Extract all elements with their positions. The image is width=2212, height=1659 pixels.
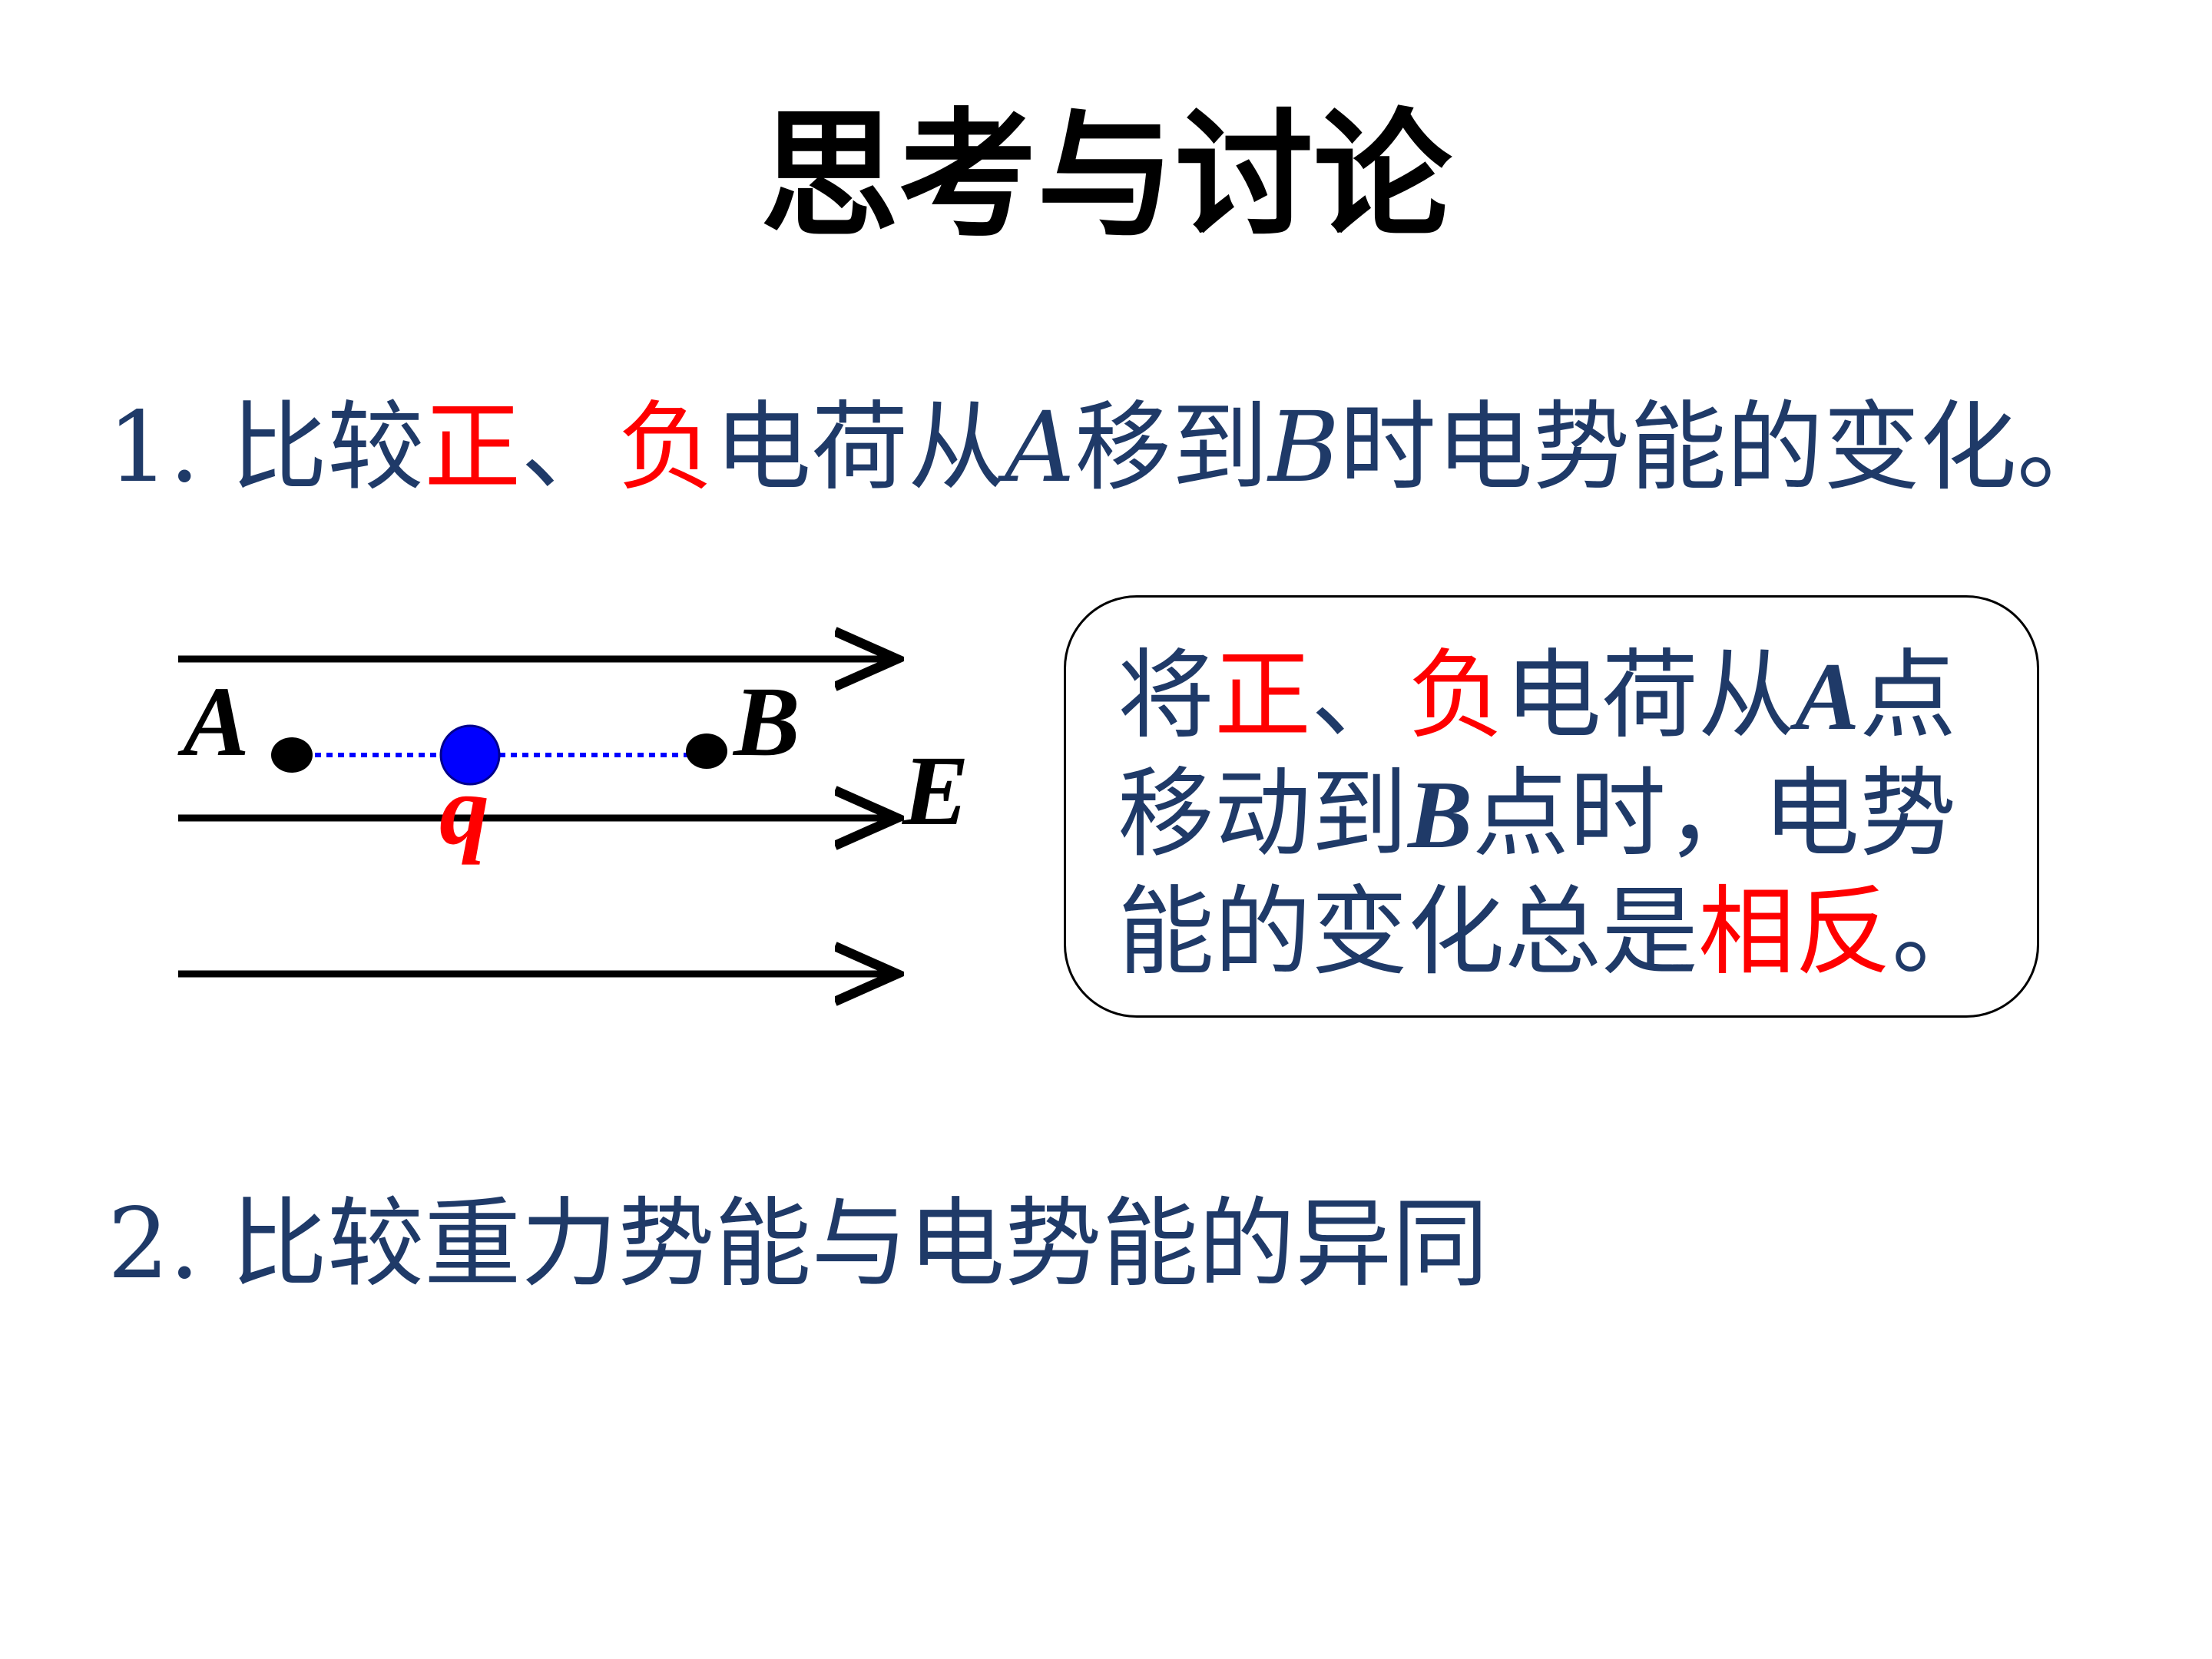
note-l1-point-a: A	[1795, 644, 1860, 750]
question-1-separator: 、	[521, 391, 618, 504]
question-1-text-c: 时电势能的变化。	[1339, 391, 2114, 504]
note-box	[1064, 595, 2039, 1018]
note-l2-point-b: B	[1408, 762, 1473, 869]
note-l1-negative: 负	[1408, 639, 1505, 752]
note-l2-t2: 点时，电势	[1472, 757, 1957, 870]
question-2: 2. 比较重力势能与电势能的异同	[108, 1187, 1489, 1300]
note-l1-positive: 正	[1214, 639, 1311, 752]
note-line-2: 移动到B点时，电势	[1118, 756, 2008, 874]
note-l1-t2: 电荷从	[1505, 639, 1795, 752]
note-l3-t2: 。	[1892, 876, 1988, 988]
question-1-point-b: B	[1268, 391, 1339, 504]
question-1-point-a: A	[1005, 391, 1075, 504]
point-a-dot	[271, 737, 313, 773]
note-l1-t1: 将	[1118, 639, 1214, 752]
label-b: B	[733, 667, 800, 777]
note-line-1: 将正、负电荷从A点	[1118, 637, 2008, 756]
note-l1-sep: 、	[1311, 639, 1408, 752]
label-q: q	[439, 755, 489, 866]
point-b-dot	[686, 733, 727, 769]
note-l3-t1: 能的变化总是	[1118, 876, 1698, 988]
question-1-negative: 负	[618, 391, 715, 504]
question-1-text-b: 移到	[1075, 391, 1269, 504]
page-title: 思考与讨论	[760, 96, 1452, 257]
question-1-positive: 正	[424, 391, 522, 504]
note-l3-highlight: 相反	[1698, 876, 1892, 988]
charge-q	[439, 724, 501, 786]
note-l1-t3: 点	[1859, 639, 1957, 752]
question-1-prefix: 1. 比较	[108, 391, 425, 504]
label-a: A	[183, 667, 250, 777]
note-text: 将正、负电荷从A点 移动到B点时，电势 能的变化总是相反。	[1118, 637, 2008, 991]
note-l2-t1: 移动到	[1118, 757, 1408, 870]
question-1-text-a: 电荷从	[714, 391, 1005, 504]
label-e: E	[902, 736, 969, 846]
note-line-3: 能的变化总是相反。	[1118, 874, 2008, 991]
question-1: 1. 比较正、负电荷从A移到B时电势能的变化。	[108, 390, 2114, 505]
